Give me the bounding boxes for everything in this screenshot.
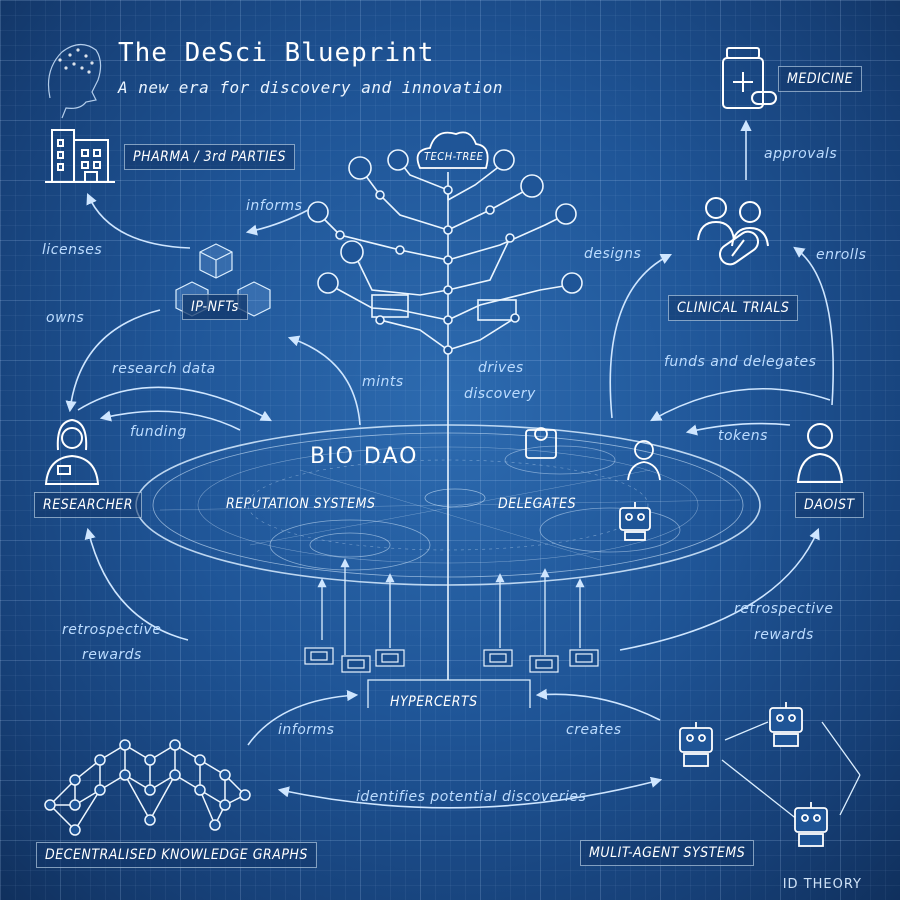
node-ip-nfts: IP-NFTs (182, 294, 248, 320)
node-delegates: DELEGATES (498, 496, 577, 512)
knowledge-graph-icon (44, 739, 251, 836)
edge-retrospective-right: retrospective (734, 601, 834, 617)
edge-rewards-left: rewards (82, 647, 142, 663)
brand-mark: ID THEORY (782, 877, 862, 892)
robot-icon (619, 502, 828, 847)
node-researcher: RESEARCHER (34, 492, 143, 518)
edge-funds-and-delegates: funds and delegates (664, 354, 817, 370)
flow-arrows (65, 119, 835, 809)
node-multi-agent: MULIT-AGENT SYSTEMS (580, 840, 755, 866)
node-daoist: DAOIST (795, 492, 864, 518)
node-reputation-systems: REPUTATION SYSTEMS (226, 496, 376, 512)
edge-funding: funding (130, 424, 187, 440)
node-knowledge-graphs: DECENTRALISED KNOWLEDGE GRAPHS (36, 842, 317, 868)
building-icon (45, 129, 115, 183)
agent-links (721, 721, 861, 821)
edge-designs: designs (584, 246, 642, 262)
daoist-icon (796, 423, 844, 483)
researcher-icon (44, 418, 100, 485)
page-title: The DeSci Blueprint (118, 38, 435, 68)
edge-retrospective-left: retrospective (62, 622, 162, 638)
tech-tree (319, 161, 571, 680)
edge-drives: drives (478, 360, 524, 376)
delegate-icon (525, 427, 661, 481)
node-bio-dao: BIO DAO (310, 444, 419, 469)
medicine-bottle-icon (722, 47, 777, 109)
node-tech-tree: TECH-TREE (424, 150, 484, 163)
edge-informs-top: informs (246, 198, 303, 214)
page-subtitle: A new era for discovery and innovation (118, 78, 504, 97)
edge-creates: creates (566, 722, 622, 738)
node-hypercerts: HYPERCERTS (390, 694, 478, 710)
tech-tree-nodes (307, 149, 583, 355)
edge-rewards-right: rewards (754, 627, 814, 643)
edge-enrolls: enrolls (816, 247, 867, 263)
node-medicine: MEDICINE (778, 66, 863, 92)
hypercert-card-icon (304, 647, 599, 673)
node-clinical-trials: CLINICAL TRIALS (668, 295, 799, 321)
team-pill-icon (697, 197, 769, 266)
edge-identifies: identifies potential discoveries (356, 789, 587, 805)
edge-licenses: licenses (42, 242, 103, 258)
edge-research-data: research data (112, 361, 216, 377)
edge-tokens: tokens (718, 428, 768, 444)
edge-owns: owns (46, 310, 85, 326)
edge-informs-bottom: informs (278, 722, 335, 738)
edge-discovery: discovery (464, 386, 536, 402)
cloud-icon (416, 131, 489, 169)
hypercerts-connectors (317, 558, 585, 708)
brain-head-icon (47, 43, 102, 119)
edge-mints: mints (362, 374, 404, 390)
node-pharma: PHARMA / 3rd PARTIES (124, 144, 295, 170)
edge-approvals: approvals (764, 146, 838, 162)
